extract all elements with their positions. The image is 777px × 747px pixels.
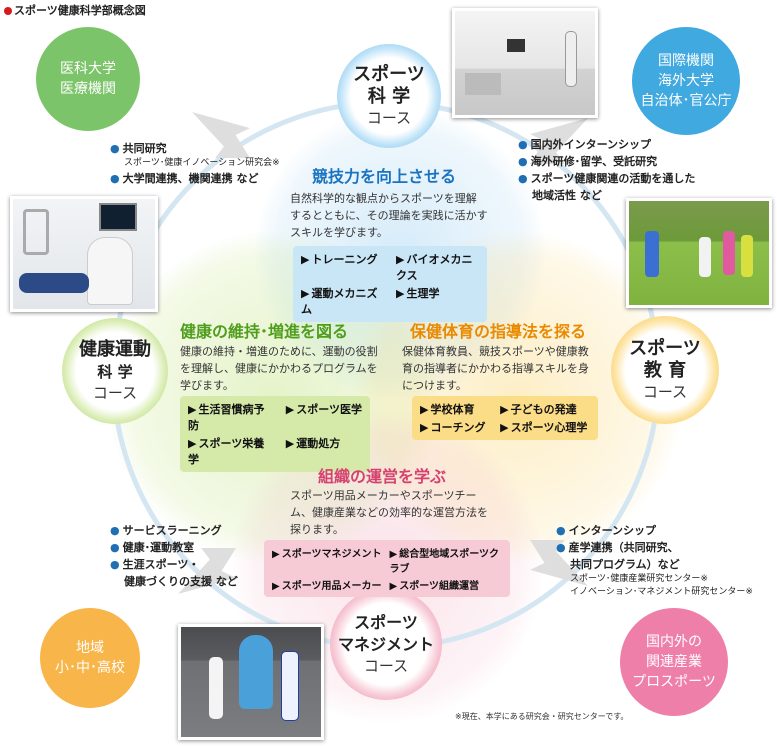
education-keywords: 学校体育 子どもの発達 コーチング スポーツ心理学 <box>412 396 598 440</box>
outer-medical: 医科大学 医療機関 <box>36 27 140 131</box>
event-host <box>209 657 223 719</box>
health-keywords: 生活習慣病予防 スポーツ医学 スポーツ栄養学 運動処方 <box>180 396 370 472</box>
outer-international: 国際機関 海外大学 自治体･官公庁 <box>632 27 740 135</box>
course-sports-education: スポーツ 教 育 コース <box>611 316 719 424</box>
exam-bike <box>23 209 49 255</box>
page-title: スポーツ健康科学部概念図 <box>4 2 146 18</box>
science-keywords: トレーニング バイオメカニクス 運動メカニズム 生理学 <box>293 246 487 322</box>
exam-doctor <box>87 237 133 305</box>
player-2 <box>699 237 711 277</box>
management-description: スポーツ用品メーカーやスポーツチー ム、健康産業などの効率的な運営方法を 探りま… <box>290 489 488 536</box>
exam-patient <box>19 273 89 293</box>
science-description: 自然科学的な観点からスポーツを理解 するとともに、その理論を実践に活かす スキル… <box>290 192 488 239</box>
photo-lab-motion-capture <box>452 8 598 118</box>
course-sports-science: スポーツ 科 学 コース <box>337 44 441 148</box>
health-description: 健康の維持・増進のために、運動の役割 を理解し、健康にかかわるプログラムを 学び… <box>180 345 378 392</box>
player-3 <box>723 231 735 275</box>
lab-monitor <box>507 39 525 52</box>
baseball-player <box>281 651 299 721</box>
photo-mascot-event <box>178 624 324 740</box>
list-top-left: 共同研究 スポーツ･健康イノベーション研究会※ 大学間連携、機関連携 など <box>110 140 280 187</box>
ultrasound-screen <box>99 203 137 231</box>
science-heading: 競技力を向上させる <box>312 167 457 186</box>
health-heading: 健康の維持･増進を図る <box>180 322 349 341</box>
outer-industry: 国内外の 関連産業 プロスポーツ <box>620 608 728 716</box>
management-keywords: スポーツマネジメント 総合型地域スポーツクラブ スポーツ用品メーカー スポーツ組… <box>264 540 510 597</box>
course-health-exercise: 健康運動 科 学 コース <box>62 318 168 424</box>
management-heading: 組織の運営を学ぶ <box>318 467 447 486</box>
mascot <box>239 635 273 709</box>
outer-community: 地域 小･中･高校 <box>40 608 140 708</box>
education-heading: 保健体育の指導法を探る <box>410 322 587 341</box>
list-bottom-right: インターンシップ 産学連携（共同研究、 共同プログラム）など スポーツ･健康産業… <box>556 522 753 599</box>
list-bottom-left: サービスラーニング 健康･運動教室 生涯スポーツ・ 健康づくりの支援 など <box>110 522 238 590</box>
player-1 <box>645 231 659 277</box>
education-description: 保健体育教員、競技スポーツや健康教 育の指導者にかかわる指導スキルを身 につけま… <box>402 345 589 392</box>
lab-treadmill <box>465 73 501 95</box>
player-4 <box>741 235 753 277</box>
photo-soccer-field <box>626 198 772 308</box>
course-sports-management: スポーツ マネジメント コース <box>330 588 442 700</box>
footnote: ※現在、本学にある研究会・研究センターです。 <box>455 712 629 721</box>
lab-person <box>565 31 577 87</box>
title-bullet-icon <box>4 7 12 15</box>
photo-ultrasound-exam <box>10 196 158 312</box>
list-top-right: 国内外インターンシップ 海外研修･留学、受託研究 スポーツ健康関連の活動を通した… <box>518 136 696 204</box>
